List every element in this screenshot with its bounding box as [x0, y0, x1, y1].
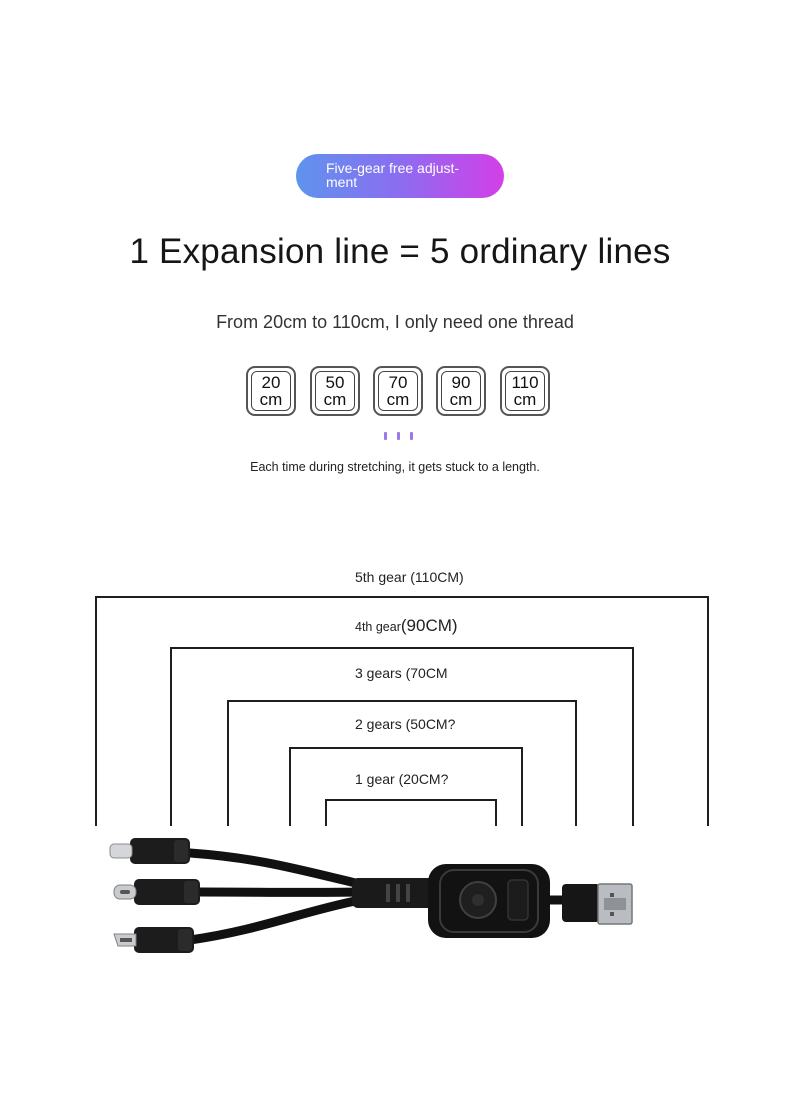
usb-c-connector-icon [113, 879, 200, 905]
lightning-connector-icon [109, 838, 190, 864]
length-value: 20 [261, 373, 281, 392]
retractable-cable [109, 838, 633, 953]
feature-pill-line1: Five-gear free adjust- [326, 160, 460, 176]
gear-frame-2 [289, 747, 523, 826]
gear-frame-1 [325, 799, 497, 826]
micro-usb-connector-icon [113, 927, 194, 953]
length-value: 70 [388, 373, 408, 392]
feature-pill-line2: ment [326, 174, 358, 190]
indicator-dot [397, 432, 400, 440]
gear-frame-3 [227, 700, 577, 826]
gear-label-5: 5th gear (110CM) [355, 569, 464, 585]
gear-label-4-prefix: 4th gear [355, 620, 401, 634]
subline: From 20cm to 110cm, I only need one thre… [216, 312, 574, 332]
length-value: 110 [511, 373, 539, 392]
length-unit: cm [259, 390, 283, 409]
length-unit: cm [449, 390, 473, 409]
feature-pill: Five-gear free adjust- ment [296, 154, 504, 198]
gear-label-3: 3 gears (70CM [355, 665, 448, 681]
indicator-dot [410, 432, 413, 440]
length-unit: cm [323, 390, 347, 409]
gear-label-4-value: (90CM) [400, 616, 458, 635]
length-value: 90 [451, 373, 471, 392]
gear-frame-5 [95, 596, 709, 826]
gear-frame-4 [170, 647, 634, 826]
cable-branch-top [185, 848, 365, 889]
gear-label-2: 2 gears (50CM? [355, 716, 456, 732]
cable-branch-bottom [185, 895, 365, 945]
usb-a-plug-icon [562, 883, 633, 925]
gear-label-1: 1 gear (20CM? [355, 771, 449, 787]
indicator-dot [384, 432, 387, 440]
length-value: 50 [325, 373, 345, 392]
caption: Each time during stretching, it gets stu… [250, 460, 540, 474]
length-unit: cm [513, 390, 537, 409]
length-unit: cm [386, 390, 410, 409]
gear-label-4: 4th gear(90CM) [355, 616, 458, 636]
headline: 1 Expansion line = 5 ordinary lines [129, 232, 671, 271]
cable-splitter [352, 878, 434, 908]
